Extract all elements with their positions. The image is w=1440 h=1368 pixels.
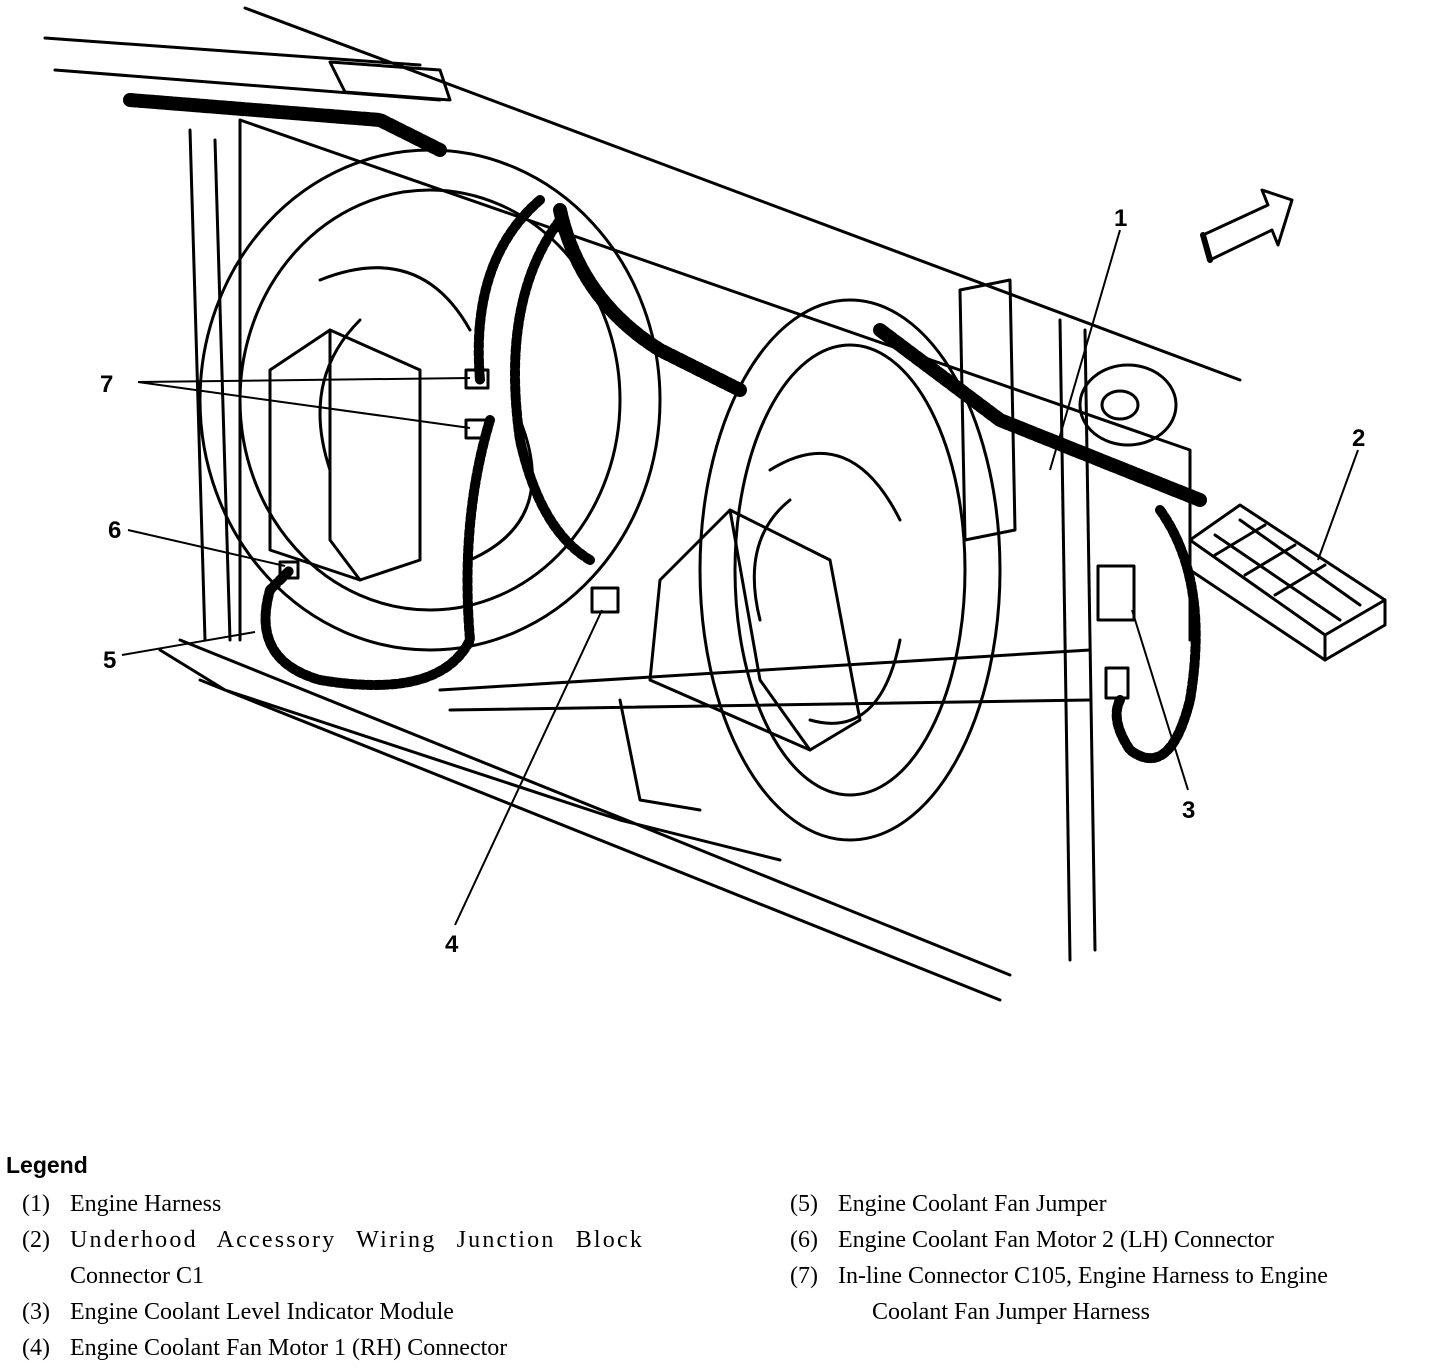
leader-3 [1131,609,1189,791]
callout-4: 4 [445,931,459,958]
legend-item-continuation: Connector C1 [70,1263,204,1289]
fan-jumper-harness-2 [510,215,595,565]
fan-motor-2-connector [278,560,300,580]
leader-6 [127,529,286,567]
vertical-bracket [958,278,1017,542]
legend-item-text: Engine Harness [70,1191,222,1217]
legend-item-number: (6) [790,1227,818,1253]
fan-motor-1-connector [590,586,620,614]
callout-7: 7 [100,371,113,398]
leader-7a [137,377,471,383]
right-fan-inner [733,343,967,797]
engine-harness-right [873,323,1207,507]
coolant-reservoir [1078,363,1178,447]
level-module-connector [1104,666,1130,700]
junction-block [1188,503,1387,662]
callout-6: 6 [108,517,121,544]
coolant-level-module [1096,564,1136,622]
callout-3: 3 [1182,797,1195,824]
engine-harness-top [123,93,447,157]
leader-1 [1049,229,1121,471]
engine-harness-main [553,203,747,397]
callout-1: 1 [1114,205,1127,232]
center-module [648,508,862,752]
callout-2: 2 [1352,425,1365,452]
legend-item-number: (5) [790,1191,818,1217]
legend-item-number: (1) [22,1191,50,1217]
legend-item-number: (7) [790,1263,818,1289]
radiator-support-left [188,128,232,642]
leader-7b [137,381,471,429]
legend-item-text: Engine Coolant Fan Motor 1 (RH) Connecto… [70,1335,508,1361]
leader-2 [1317,449,1359,561]
leader-5 [121,631,256,656]
legend-item-text: Underhood Accessory Wiring Junction Bloc… [70,1227,645,1253]
upper-bracket [328,60,452,102]
left-fan-blades [318,266,534,562]
left-module [268,328,422,582]
legend-item-text: In-line Connector C105, Engine Harness t… [838,1263,1328,1289]
legend-item-text: Engine Coolant Fan Jumper [838,1191,1107,1217]
lower-crossmember [158,638,1012,1002]
inline-connector-c105-b [464,418,490,440]
legend-item-number: (3) [22,1299,50,1325]
left-fan-inner [238,188,622,612]
legend-item-text: Engine Coolant Fan Motor 2 (LH) Connecto… [838,1227,1274,1253]
legend-item-text: Engine Coolant Level Indicator Module [70,1299,454,1325]
legend-item-continuation: Coolant Fan Jumper Harness [872,1299,1150,1325]
forward-arrow-icon [1201,188,1294,262]
legend: Legend (1) Engine Harness (2) Underhood … [0,1150,1440,1368]
legend-item-number: (2) [22,1227,50,1253]
leader-4 [454,609,603,926]
fan-jumper-harness [260,415,495,690]
level-module-harness [1111,505,1201,764]
legend-title: Legend [6,1152,88,1178]
wiring-diagram: 1 2 3 4 5 6 7 [43,6,1387,1002]
fan-jumper-harness-3 [473,195,545,385]
legend-item-number: (4) [22,1335,50,1361]
right-fan-blades [752,451,902,725]
callout-5: 5 [103,647,116,674]
right-fan-shroud [698,298,1002,842]
